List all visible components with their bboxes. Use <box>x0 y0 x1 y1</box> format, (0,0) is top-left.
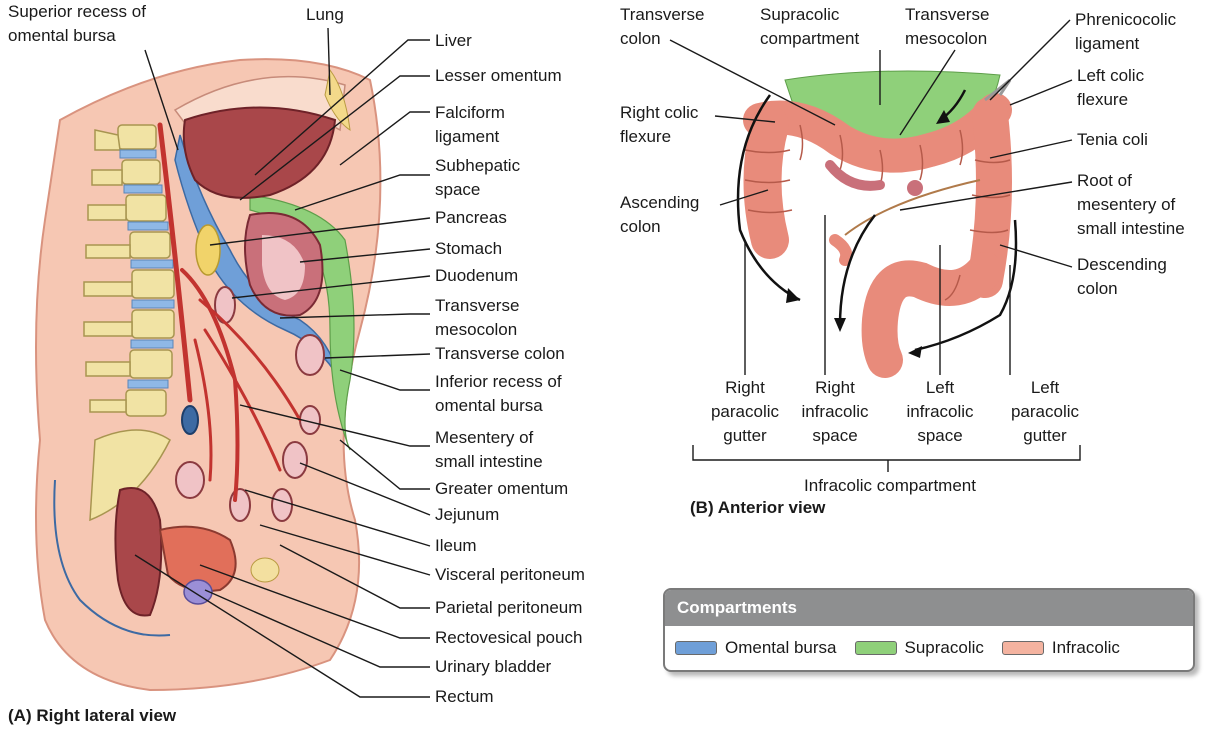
label-b-transverse-mesocolon-line1: Transverse <box>905 5 990 24</box>
label-transverse-colon: Transverse colon <box>435 344 565 363</box>
lateral-view-illustration <box>35 58 382 692</box>
label-jejunum: Jejunum <box>435 505 500 524</box>
legend-items: Omental bursa Supracolic Infracolic <box>665 626 1193 670</box>
label-left-infracolic-line2: infracolic <box>906 402 974 421</box>
label-supracolic-line1: Supracolic <box>760 5 840 24</box>
compartments-legend: Compartments Omental bursa Supracolic In… <box>663 588 1195 672</box>
label-left-paracolic-line2: paracolic <box>1010 402 1080 421</box>
label-infracolic-compartment: Infracolic compartment <box>804 476 976 495</box>
intestine-loops <box>175 286 325 522</box>
caption-right-lateral-view: (A) Right lateral view <box>8 706 177 725</box>
label-inferior-recess-line2: omental bursa <box>435 396 543 415</box>
lung-tip <box>324 68 351 132</box>
label-subhepatic-line1: Subhepatic <box>435 156 521 175</box>
label-tenia-coli: Tenia coli <box>1077 130 1148 149</box>
label-mesentery-line1: Mesentery of <box>435 428 534 447</box>
label-urinary-bladder: Urinary bladder <box>435 657 552 676</box>
label-mesentery-line2: small intestine <box>435 452 543 471</box>
label-lung: Lung <box>306 5 344 24</box>
label-root-line2: mesentery of <box>1077 195 1176 214</box>
ascending-colon <box>743 106 789 259</box>
label-greater-omentum: Greater omentum <box>435 479 569 498</box>
label-supracolic-line2: compartment <box>760 29 860 48</box>
label-ascending-line1: Ascending <box>620 193 700 212</box>
label-b-transverse-mesocolon-line2: mesocolon <box>905 29 988 48</box>
label-descending-line1: Descending <box>1077 255 1167 274</box>
transverse-colon <box>743 93 1012 173</box>
label-phrenicocolic-line2: ligament <box>1075 34 1140 53</box>
label-left-colic-line1: Left colic <box>1077 66 1145 85</box>
label-visceral-peritoneum: Visceral peritoneum <box>435 565 585 584</box>
liver-organ <box>182 106 337 199</box>
sigmoid-colon <box>861 252 1003 378</box>
legend-swatch-supracolic <box>854 641 897 655</box>
legend-label-infracolic: Infracolic <box>1051 638 1120 657</box>
label-pancreas: Pancreas <box>435 208 507 227</box>
label-descending-line2: colon <box>1077 279 1118 298</box>
vertebral-column <box>83 124 175 522</box>
label-left-paracolic-line1: Left <box>1030 378 1060 397</box>
legend-item-infracolic: Infracolic <box>1001 638 1120 658</box>
label-right-infracolic-line2: infracolic <box>801 402 869 421</box>
pelvic-organs <box>114 487 163 617</box>
label-stomach: Stomach <box>435 239 503 258</box>
label-lesser-omentum: Lesser omentum <box>435 66 562 85</box>
label-left-infracolic-line1: Left <box>925 378 955 397</box>
label-right-colic-line1: Right colic <box>620 103 699 122</box>
anterior-view-leader-lines <box>669 19 1081 472</box>
legend-title: Compartments <box>665 590 1193 626</box>
label-superior-recess-line2: omental bursa <box>8 26 116 45</box>
label-phrenicocolic-line1: Phrenicocolic <box>1075 10 1177 29</box>
legend-item-supracolic: Supracolic <box>854 638 984 658</box>
anterior-view-illustration <box>736 70 1018 378</box>
label-duodenum: Duodenum <box>435 266 519 285</box>
label-transverse-mesocolon-line2: mesocolon <box>435 320 518 339</box>
label-right-infracolic-line1: Right <box>815 378 855 397</box>
label-subhepatic-line2: space <box>435 180 481 199</box>
label-left-infracolic-line3: space <box>917 426 963 445</box>
label-root-line1: Root of <box>1077 171 1132 190</box>
label-superior-recess-line1: Superior recess of <box>8 2 146 21</box>
label-ascending-line2: colon <box>620 217 661 236</box>
legend-label-supracolic: Supracolic <box>904 638 984 657</box>
pancreas-organ <box>195 224 221 276</box>
label-right-paracolic-line1: Right <box>725 378 765 397</box>
label-right-paracolic-line2: paracolic <box>710 402 780 421</box>
legend-swatch-omental-bursa <box>675 641 717 655</box>
caption-anterior-view: (B) Anterior view <box>690 498 826 517</box>
legend-swatch-infracolic <box>1001 641 1044 655</box>
label-transverse-mesocolon-line1: Transverse <box>435 296 520 315</box>
label-right-infracolic-line3: space <box>812 426 858 445</box>
label-falciform-line2: ligament <box>435 127 500 146</box>
label-falciform-line1: Falciform <box>435 103 505 122</box>
legend-item-omental-bursa: Omental bursa <box>675 638 837 658</box>
label-liver: Liver <box>435 31 472 50</box>
label-left-colic-line2: flexure <box>1077 90 1129 109</box>
aorta-and-branches <box>157 122 302 502</box>
label-b-transverse-colon-line1: Transverse <box>620 5 705 24</box>
label-rectum: Rectum <box>435 687 494 706</box>
label-left-paracolic-line3: gutter <box>1023 426 1067 445</box>
label-ileum: Ileum <box>435 536 477 555</box>
label-right-paracolic-line3: gutter <box>723 426 767 445</box>
label-rectovesical-pouch: Rectovesical pouch <box>435 628 583 647</box>
label-inferior-recess-line1: Inferior recess of <box>435 372 562 391</box>
label-parietal-peritoneum: Parietal peritoneum <box>435 598 583 617</box>
lateral-view-leader-lines <box>134 27 431 698</box>
label-b-transverse-colon-line2: colon <box>620 29 661 48</box>
label-root-line3: small intestine <box>1077 219 1185 238</box>
legend-label-omental-bursa: Omental bursa <box>725 638 837 657</box>
label-right-colic-line2: flexure <box>620 127 672 146</box>
